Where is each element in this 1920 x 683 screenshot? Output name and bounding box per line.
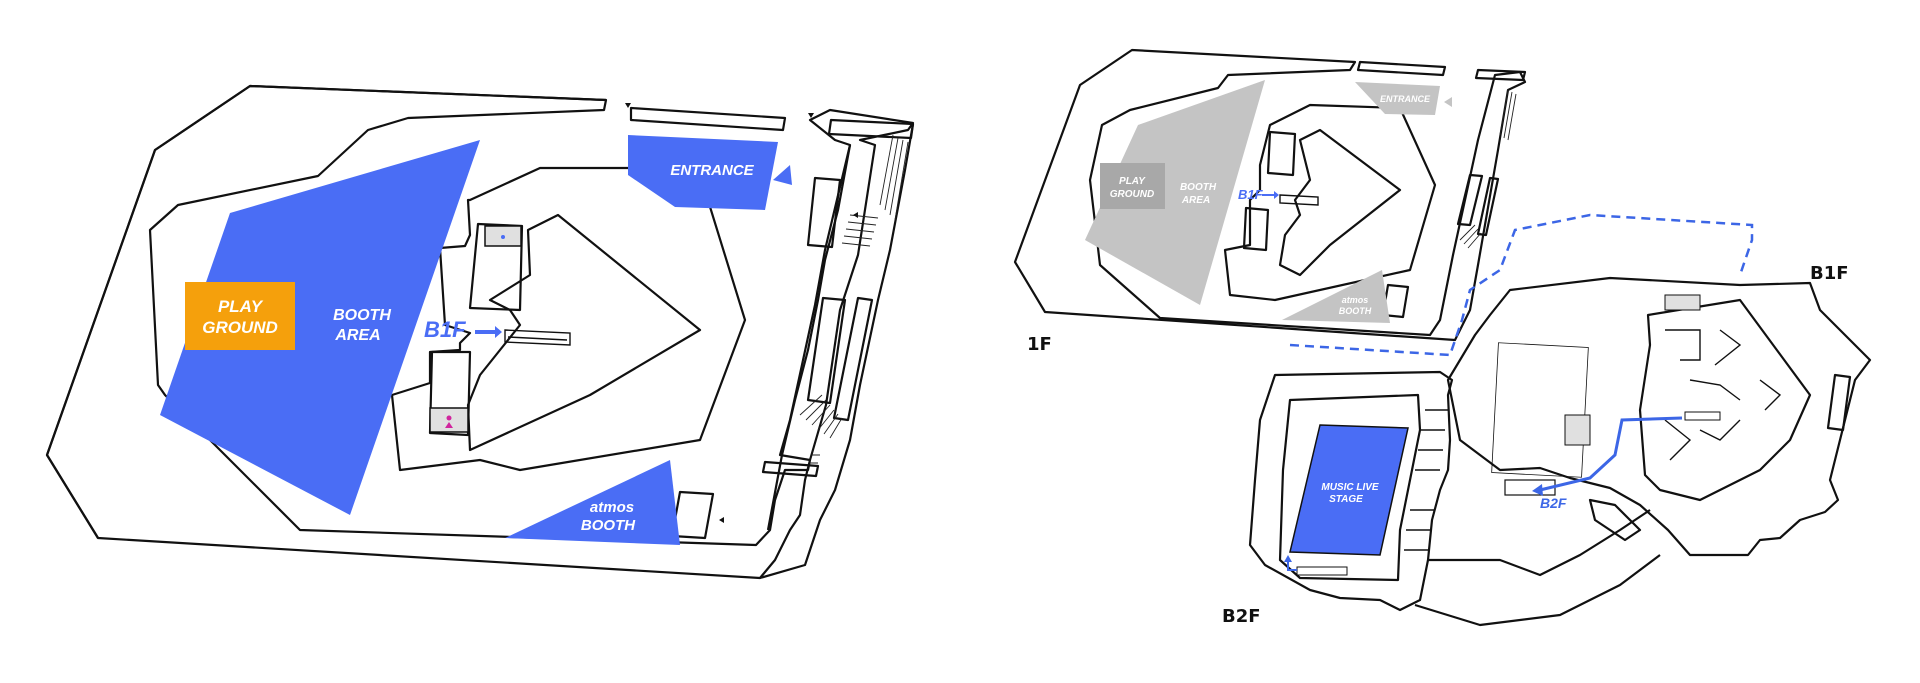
1f-atmos-label-1: atmos (1342, 295, 1369, 305)
arrow-icon (808, 113, 814, 118)
arrow-icon (719, 517, 724, 523)
stage-label-2: STAGE (1329, 494, 1363, 505)
b1f-outer-wall (45, 84, 915, 580)
b1f-ov-elevator (1564, 414, 1591, 446)
b1f-stairs-label: B1F (424, 317, 466, 342)
1f-entrance-label: ENTRANCE (1380, 94, 1431, 104)
1f-playground-zone[interactable] (1100, 163, 1165, 209)
floor-label-b1f: B1F (1810, 263, 1849, 284)
toilet-icon-body (445, 422, 453, 428)
b1f-inner-hole (466, 213, 702, 452)
b2f-inner-wall (1278, 393, 1422, 582)
enlarged-b1f-map: PLAY GROUND BOOTH AREA ENTRANCE atmos BO… (45, 84, 915, 580)
b1f-ov-right-pillar (1826, 373, 1852, 432)
overview-1f-map: PLAY GROUND BOOTH AREA ENTRANCE atmos BO… (1013, 48, 1527, 355)
atmos-booth-label-2: BOOTH (581, 517, 636, 534)
route-arrow-icon (1532, 484, 1543, 496)
b1f-pillar-3 (832, 296, 874, 422)
1f-stairs-arrow-icon (1262, 191, 1279, 199)
booth-area-label-2: AREA (334, 327, 380, 344)
1f-inner-block (1223, 103, 1437, 302)
b1f-pillar-2 (806, 296, 847, 405)
floor-label-1f: 1F (1027, 334, 1052, 355)
1f-escalator (1279, 194, 1319, 206)
b1f-top-wall-a (629, 106, 787, 132)
b1f-bar (761, 460, 820, 478)
1f-room-a (1266, 130, 1297, 177)
b1f-ov-inner-rooms (1664, 329, 1782, 461)
1f-inner-hole (1278, 128, 1402, 277)
b1f-top-wall-b (827, 118, 915, 140)
b2f-escalator (1296, 566, 1348, 576)
entrance-arrow-icon (773, 165, 792, 185)
floor-label-b2f: B2F (1222, 606, 1261, 627)
entrance-label: ENTRANCE (670, 162, 754, 179)
playground-label-1: PLAY (218, 297, 264, 316)
1f-top-walls (1356, 60, 1527, 82)
1f-entrance-arrow-icon (1444, 97, 1452, 107)
b2f-outer-wall (1248, 370, 1454, 612)
b1f-ov-escalator-2 (1684, 411, 1721, 421)
entrance-zone[interactable] (628, 135, 778, 210)
stairs-arrow-icon (475, 326, 502, 338)
b1f-right-corridor (759, 123, 915, 580)
1f-playground-label-2: GROUND (1110, 189, 1154, 200)
playground-label-2: GROUND (202, 318, 278, 337)
arrow-icon (853, 212, 858, 218)
b2f-route-line (1287, 560, 1297, 571)
1f-playground-label-1: PLAY (1119, 176, 1146, 187)
playground-zone[interactable] (185, 282, 295, 350)
floor-connector-dashed (1289, 213, 1754, 357)
b1f-ov-hall (1491, 342, 1589, 478)
atmos-booth-zone[interactable] (505, 460, 680, 545)
1f-booth-area-zone[interactable] (1085, 80, 1265, 305)
1f-stairs (1459, 89, 1517, 249)
toilet-icon (446, 415, 452, 421)
b1f-route-line (1539, 416, 1683, 492)
1f-atmos-zone[interactable] (1282, 270, 1390, 323)
b1f-ov-inner (1638, 298, 1812, 502)
b2f-route-arrow-icon (1284, 555, 1292, 562)
b1f-ov-toilet-top (1664, 294, 1701, 311)
overview-b2f-map: MUSIC LIVE STAGE B2F (1222, 370, 1661, 627)
b1f-right-stairs (799, 134, 909, 464)
b1f-room-lower (428, 350, 472, 437)
b1f-escalator (504, 329, 571, 346)
elevator-icon (501, 235, 505, 239)
booth-area-label-1: BOOTH (333, 307, 391, 324)
b1f-pillar-1 (806, 176, 842, 249)
booth-area-zone[interactable] (160, 140, 480, 515)
1f-room-b (1242, 206, 1270, 252)
b1f-route-label: B2F (1540, 495, 1567, 511)
1f-entrance-zone[interactable] (1355, 82, 1440, 115)
music-live-stage-zone[interactable] (1289, 424, 1409, 556)
b1f-outer-wall-left (45, 84, 607, 539)
1f-booth-label-2: AREA (1181, 195, 1210, 206)
b1f-ov-bottom-box (1588, 498, 1642, 542)
stage-label-1: MUSIC LIVE (1321, 482, 1379, 493)
1f-booth-label-1: BOOTH (1180, 182, 1217, 193)
1f-stairs-label: B1F (1238, 187, 1264, 202)
b2f-side-rooms (1404, 409, 1448, 551)
overview-b1f-map: B2F B1F (1446, 263, 1872, 557)
atmos-booth-label-1: atmos (590, 499, 634, 516)
arrow-icon (625, 103, 631, 108)
b2f-corridor (1414, 509, 1661, 627)
b1f-ov-outer-wall (1446, 276, 1872, 557)
1f-atmos-label-2: BOOTH (1339, 306, 1372, 316)
b1f-inner-block (390, 166, 747, 472)
